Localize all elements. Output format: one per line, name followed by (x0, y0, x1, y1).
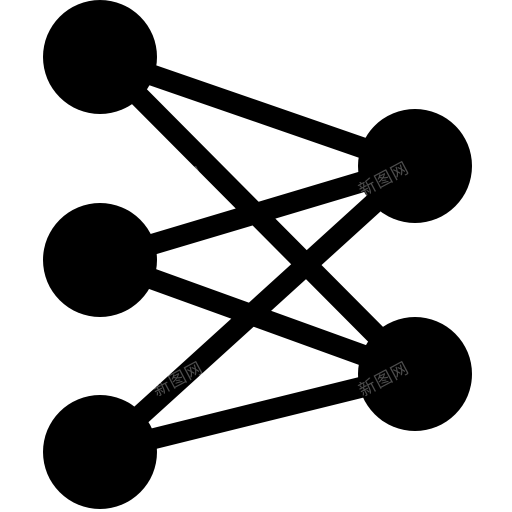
output-node-top (358, 109, 472, 223)
input-node-middle (43, 203, 157, 317)
input-node-bottom (43, 395, 157, 509)
input-node-top (43, 0, 157, 114)
connection-line (89, 155, 426, 463)
output-node-bottom (358, 317, 472, 431)
network-nodes (43, 0, 472, 509)
